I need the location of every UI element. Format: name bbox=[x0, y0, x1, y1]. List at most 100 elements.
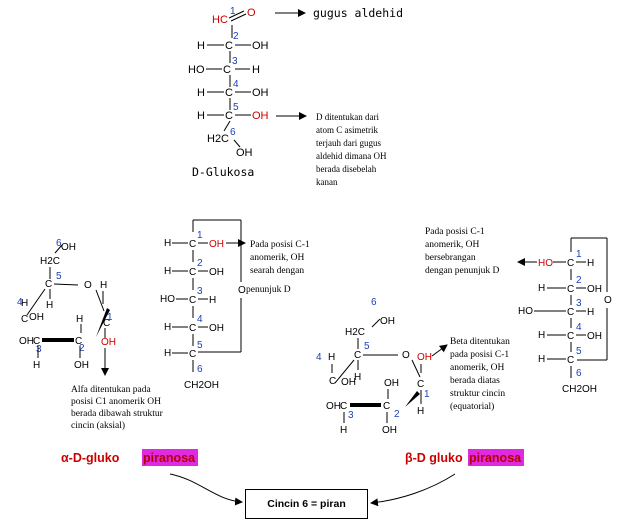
svg-text:6: 6 bbox=[197, 364, 203, 375]
d-callout-line4: aldehid dimana OH bbox=[316, 151, 387, 161]
c3-h: H bbox=[252, 64, 260, 76]
open-chain-glucose: HC 1 O H C 2 OH HO C 3 H H C 4 OH H C 5 … bbox=[188, 6, 403, 187]
svg-text:3: 3 bbox=[576, 298, 582, 309]
beta-note-3: anomerik, OH bbox=[450, 363, 504, 373]
ac-c5: C bbox=[189, 349, 196, 360]
ac-c2: C bbox=[189, 267, 196, 278]
ac-c5-h: H bbox=[164, 348, 171, 359]
alpha-fischer-ring: H C 1 OH O H C 2 OH HO C 3 H H C 4 OH bbox=[160, 219, 310, 391]
ac-note-2: anomerik, OH bbox=[250, 253, 304, 263]
alpha-c4-oh: OH bbox=[29, 312, 44, 323]
num-6: 6 bbox=[230, 127, 236, 138]
ac-note-1: Pada posisi C-1 bbox=[250, 240, 310, 250]
alpha-name: α-D-gluko piranosa bbox=[61, 449, 198, 466]
beta-c2-oh-2: OH bbox=[382, 425, 397, 436]
svg-text:2: 2 bbox=[79, 343, 85, 354]
bc-c5: C bbox=[567, 355, 574, 366]
alpha-h2c: H2C bbox=[40, 256, 60, 267]
svg-text:4: 4 bbox=[316, 352, 322, 363]
bc-note-1: Pada posisi C-1 bbox=[425, 227, 485, 237]
bond-co bbox=[228, 10, 245, 19]
alpha-c2-oh: OH bbox=[74, 360, 89, 371]
bc-c5-h: H bbox=[538, 354, 545, 365]
ac-c4-h: H bbox=[164, 322, 171, 333]
beta-prefix: β-D gluko bbox=[405, 451, 463, 465]
bc-c1: C bbox=[567, 258, 574, 269]
svg-text:5: 5 bbox=[364, 341, 370, 352]
beta-note-4: berada diatas bbox=[450, 376, 500, 386]
svg-text:3: 3 bbox=[348, 410, 354, 421]
bc-c3-ho: HO bbox=[518, 306, 533, 317]
beta-c1-oh: OH bbox=[417, 352, 432, 363]
bc-c3-h: H bbox=[587, 307, 594, 318]
d-callout-line5: berada disebelah bbox=[316, 164, 377, 174]
bc-c4-oh: OH bbox=[587, 331, 602, 342]
num-4: 4 bbox=[233, 79, 239, 90]
alpha-c4: C bbox=[21, 314, 28, 325]
svg-text:1: 1 bbox=[576, 249, 582, 260]
beta-c6-oh: OH bbox=[380, 316, 395, 327]
bc-note-3: bersebrangan bbox=[425, 253, 476, 263]
svg-text:2: 2 bbox=[576, 275, 582, 286]
ac-c2-h: H bbox=[164, 266, 171, 277]
c6-h2c: H2C bbox=[207, 133, 229, 145]
ac-c1-oh: OH bbox=[209, 239, 224, 250]
beta-c1: C bbox=[417, 379, 424, 390]
alpha-to-box-arrow bbox=[169, 473, 243, 506]
svg-text:2: 2 bbox=[197, 258, 203, 269]
bc-c4-h: H bbox=[538, 330, 545, 341]
beta-c2-oh: OH bbox=[384, 378, 399, 389]
beta-note-6: (equatorial) bbox=[450, 401, 494, 412]
alpha-c2-h: H bbox=[76, 314, 83, 325]
beta-c3: C bbox=[340, 401, 347, 412]
beta-note-2: pada posisi C-1 bbox=[450, 350, 509, 360]
beta-c5-h: H bbox=[354, 372, 361, 383]
svg-text:3: 3 bbox=[197, 286, 203, 297]
alpha-c3-oh: OH bbox=[19, 336, 34, 347]
bond-co-2 bbox=[230, 13, 247, 22]
beta-name: β-D gluko piranosa bbox=[405, 449, 524, 466]
c5-oh: OH bbox=[252, 110, 269, 122]
alpha-ring-o: O bbox=[84, 280, 92, 291]
beta-ring-o: O bbox=[402, 350, 410, 361]
alpha-c2: C bbox=[75, 336, 82, 347]
beta-c5: C bbox=[354, 350, 361, 361]
alpha-prefix: α-D-gluko bbox=[61, 451, 120, 465]
svg-text:1: 1 bbox=[424, 389, 430, 400]
num-1: 1 bbox=[230, 6, 236, 17]
beta-c4-h: H bbox=[328, 352, 335, 363]
c2-oh: OH bbox=[252, 40, 269, 52]
svg-text:6: 6 bbox=[576, 368, 582, 379]
c1-hc: HC bbox=[212, 14, 228, 26]
beta-c4-oh: OH bbox=[341, 377, 356, 388]
beta-c4: C bbox=[329, 376, 336, 387]
d-callout-line1: D ditentukan dari bbox=[316, 112, 379, 122]
bc-c4: C bbox=[567, 331, 574, 342]
ac-c2-oh: OH bbox=[209, 267, 224, 278]
beta-to-box-arrow bbox=[370, 473, 456, 507]
beta-c1-h: H bbox=[417, 406, 424, 417]
c6-oh: OH bbox=[236, 147, 253, 159]
beta-c3-oh: OH bbox=[326, 401, 341, 412]
bc-c2-h: H bbox=[538, 283, 545, 294]
c5: C bbox=[225, 110, 233, 122]
num-2: 2 bbox=[233, 31, 239, 42]
piran-result-box: Cincin 6 = piran bbox=[245, 489, 368, 519]
alpha-piranosa: piranosa bbox=[143, 451, 196, 465]
beta-ring-structure: 6 OH H2C 5 C O OH H 4 H C OH OH C 1 H OH… bbox=[316, 297, 510, 436]
ac-c4: C bbox=[189, 323, 196, 334]
alpha-c1-oh: OH bbox=[101, 337, 116, 348]
beta-c3-h: H bbox=[340, 425, 347, 436]
svg-text:5: 5 bbox=[56, 271, 62, 282]
c3: C bbox=[223, 64, 231, 76]
alpha-c5-h: H bbox=[46, 300, 53, 311]
num-5: 5 bbox=[233, 102, 239, 113]
ac-ring-o: O bbox=[238, 285, 246, 296]
bc-ch2oh: CH2OH bbox=[562, 384, 597, 395]
svg-text:5: 5 bbox=[197, 340, 203, 351]
beta-h2c: H2C bbox=[345, 327, 365, 338]
bc-note-2: anomerik, OH bbox=[425, 240, 479, 250]
svg-text:2: 2 bbox=[394, 409, 400, 420]
